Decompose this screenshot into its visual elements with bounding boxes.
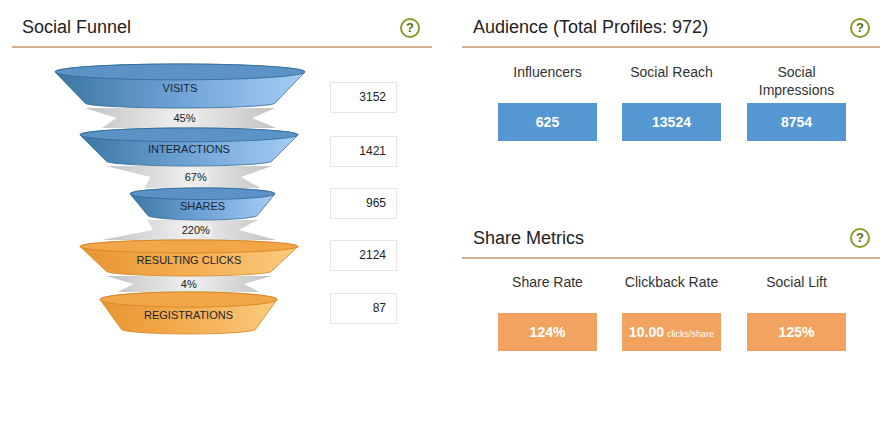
metric-label: Share Rate [488, 273, 608, 291]
stage-count: 87 [330, 293, 397, 324]
funnel-neck [106, 166, 272, 188]
dashboard-panel: ? VISITS 3152INTERACTIONS 1421SHARES 965RESU… [12, 0, 432, 400]
metric-label: Social Impressions [747, 63, 847, 99]
funnel-stage-rim [80, 240, 298, 253]
funnel-stage-body [100, 292, 277, 334]
help-icon: ? [850, 18, 870, 38]
stage-count-text: 87 [331, 294, 396, 323]
metric-value-row: 124% [498, 313, 597, 351]
conversion-rate: 220% [180, 224, 212, 237]
dashboard-panel: ?Influencers625Social Reach13524Social I… [462, 0, 880, 200]
metric-box: Share Rate124% [498, 313, 597, 351]
metric-value-row: 10.00clicks/share [622, 313, 721, 351]
funnel-stage: RESULTING CLICKS [80, 240, 298, 276]
funnel-stage-body [130, 188, 275, 220]
stage-count-text: 965 [331, 189, 396, 218]
funnel-neck [102, 220, 276, 240]
stage-count: 2124 [330, 240, 397, 271]
funnel-neck [85, 108, 276, 128]
dashboard-panel: ?Share Rate124%Clickback Rate10.00clicks… [462, 212, 880, 412]
help-icon: ? [850, 228, 870, 248]
panel-underline [12, 46, 432, 48]
stage-count-text: 2124 [331, 241, 396, 270]
metric-value-row: 125% [747, 313, 846, 351]
panel-underline [462, 46, 880, 48]
stage-label: RESULTING CLICKS [137, 254, 242, 267]
metric-unit: clicks/share [667, 329, 714, 339]
stage-label: VISITS [163, 82, 198, 95]
funnel-stage-rim [130, 188, 275, 200]
help-mark: ? [852, 20, 868, 36]
conversion-rate: 67% [183, 171, 209, 184]
panel-title: Share Metrics [473, 227, 584, 249]
funnel-stage: SHARES [130, 188, 275, 220]
metric-value-row: 13524 [622, 103, 721, 141]
metric-label: Social Reach [612, 63, 732, 81]
funnel-stage-body [80, 240, 298, 276]
stage-label: INTERACTIONS [148, 143, 230, 156]
stage-label: SHARES [180, 200, 225, 213]
funnel-stage: VISITS [55, 64, 305, 108]
funnel-stage: INTERACTIONS [80, 128, 298, 166]
funnel-stage-rim [80, 128, 298, 142]
funnel-stage-rim [100, 292, 277, 307]
panel-title: Audience (Total Profiles: 972) [473, 16, 708, 38]
metric-box: Influencers625 [498, 103, 597, 141]
panel-underline [462, 257, 880, 259]
metric-value: 13524 [652, 114, 691, 130]
metric-value: 625 [536, 114, 559, 130]
metric-label: Influencers [488, 63, 608, 81]
help-icon: ? [400, 18, 420, 38]
funnel-stage-body [55, 64, 305, 108]
stage-count: 1421 [330, 136, 397, 167]
conversion-rate: 4% [179, 278, 199, 291]
funnel-stage-body [80, 128, 298, 166]
funnel-stage-rim [55, 64, 305, 80]
stage-label: REGISTRATIONS [144, 309, 233, 322]
help-mark: ? [852, 230, 868, 246]
panel-title: Social Funnel [22, 16, 131, 38]
funnel-neck [106, 276, 272, 292]
metric-value: 10.00 [629, 324, 664, 340]
stage-count: 965 [330, 188, 397, 219]
stage-count-text: 1421 [331, 137, 396, 166]
metric-value: 124% [530, 324, 566, 340]
metric-value-row: 625 [498, 103, 597, 141]
metric-box: Social Reach13524 [622, 103, 721, 141]
help-mark: ? [402, 20, 418, 36]
stage-count-text: 3152 [331, 83, 396, 112]
conversion-rate: 45% [171, 112, 197, 125]
metric-box: Clickback Rate10.00clicks/share [622, 313, 721, 351]
stage-count: 3152 [330, 82, 397, 113]
funnel-stage: REGISTRATIONS [100, 292, 277, 334]
metric-box: Social Impressions8754 [747, 103, 846, 141]
metric-label: Social Lift [737, 273, 857, 291]
metric-value-row: 8754 [747, 103, 846, 141]
metric-value: 8754 [781, 114, 812, 130]
metric-label: Clickback Rate [612, 273, 732, 291]
metric-value: 125% [779, 324, 815, 340]
metric-box: Social Lift125% [747, 313, 846, 351]
